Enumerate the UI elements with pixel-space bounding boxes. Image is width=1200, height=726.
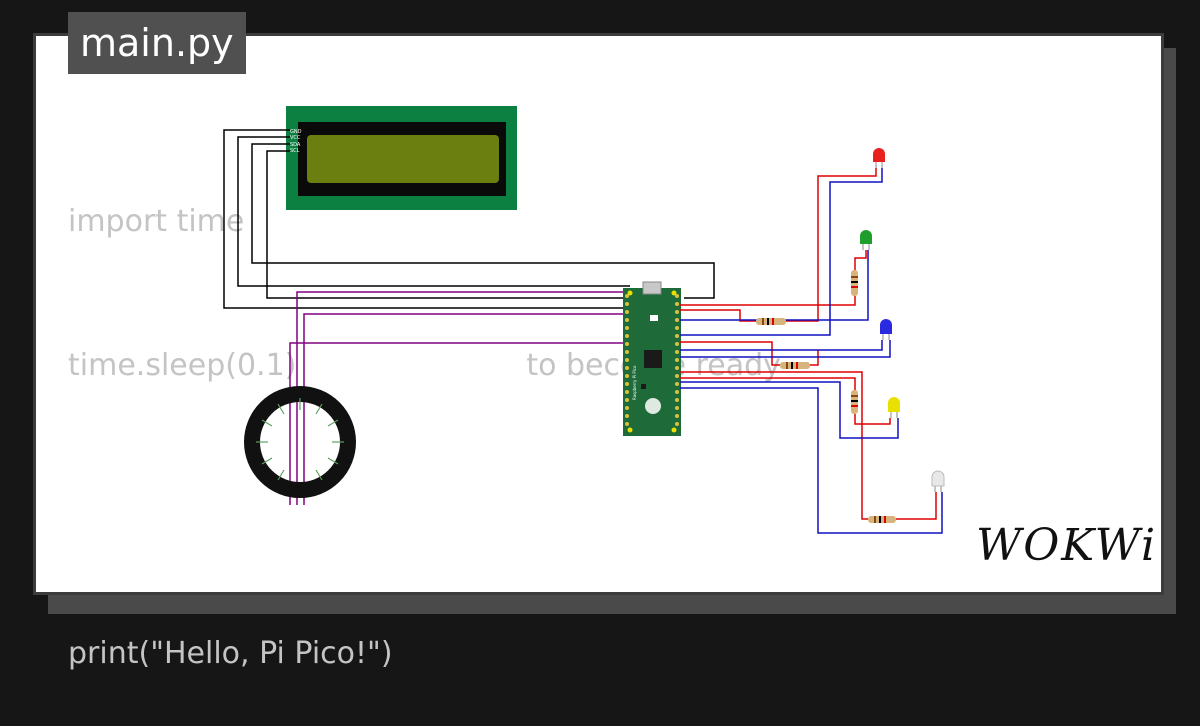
bootsel-button (650, 315, 658, 321)
wire-red-r5 (680, 371, 868, 520)
wire-red-r3 (680, 341, 780, 366)
wire-lcd-scl (266, 150, 630, 299)
wire-red-led-red (786, 168, 877, 322)
wire-red-green (680, 296, 856, 306)
pico-mount-hole (627, 427, 633, 433)
wire-blue-green-led (680, 250, 869, 321)
resistor-3[interactable] (780, 362, 810, 369)
lcd-pin-label: GND (290, 129, 302, 135)
rp2040-chip (644, 350, 662, 368)
wire-blue-red-led (680, 168, 883, 336)
small-chip (641, 384, 646, 389)
ring-body (244, 386, 356, 498)
code-line-4: print("Hello, Pi Pico!") (68, 636, 393, 671)
wire-lcd-vcc (237, 136, 630, 287)
wire-red-r4 (680, 377, 856, 390)
ring-pixels (256, 398, 344, 481)
wire-ring-din (289, 342, 630, 505)
pico-mount-hole (671, 290, 677, 296)
lcd-display[interactable]: GND VCC SDA SCL (286, 106, 517, 210)
code-line-1: import time (68, 204, 245, 239)
wire-red-blue (810, 350, 819, 366)
board-name: Raspberry Pi Pico (632, 365, 637, 400)
red-wires (680, 168, 937, 520)
lcd-pin-label: SDA (290, 142, 301, 148)
led-green-body (860, 230, 872, 244)
pico-mount-hole (671, 427, 677, 433)
usb-connector (642, 281, 662, 295)
raspberry-logo-icon (645, 398, 661, 414)
wire-ring-gnd (303, 313, 630, 505)
blue-wires (680, 168, 943, 534)
wire-red-yellow (854, 414, 891, 425)
lcd-screen (307, 135, 499, 183)
resistors (756, 270, 896, 523)
led-yellow-body (888, 397, 900, 412)
file-tab[interactable]: main.py (68, 12, 246, 74)
wokwi-logo: WOKWi (976, 520, 1158, 571)
led-blue[interactable] (880, 319, 892, 340)
wire-blue-white-led (680, 387, 943, 534)
wire-red-r1 (680, 309, 756, 322)
resistor-2[interactable] (851, 270, 858, 296)
neopixel-ring[interactable] (244, 386, 356, 498)
pico-board[interactable]: Raspberry Pi Pico (623, 281, 681, 436)
wire-lcd-sda (251, 143, 715, 299)
lcd-wires (223, 129, 715, 309)
resistor-5[interactable] (868, 516, 896, 523)
led-red[interactable] (873, 148, 885, 168)
wire-blue-blue-led (680, 340, 883, 351)
led-green[interactable] (860, 230, 872, 250)
led-white[interactable] (931, 470, 945, 492)
lcd-pin-label: SCL (290, 148, 300, 154)
circuit-diagram: GND VCC SDA SCL (223, 106, 945, 534)
pico-mount-hole (627, 290, 633, 296)
wire-green-led (854, 250, 867, 270)
wire-blue-yellow-led (680, 381, 899, 439)
wire-red-white (896, 492, 937, 520)
led-yellow[interactable] (888, 397, 900, 418)
pico-pins (625, 294, 679, 426)
wire-blue-blue-led-2 (680, 340, 891, 358)
resistor-4[interactable] (851, 390, 858, 414)
led-blue-body (880, 319, 892, 334)
ring-wires (289, 291, 630, 505)
led-red-body (873, 148, 885, 162)
code-line-2-text: time.sleep(0.1) (68, 348, 297, 383)
wire-lcd-gnd (223, 129, 630, 309)
led-white-body (931, 470, 945, 487)
wire-ring-vcc (296, 291, 630, 505)
resistor-1[interactable] (756, 318, 786, 325)
lcd-pin-label: VCC (290, 135, 301, 141)
